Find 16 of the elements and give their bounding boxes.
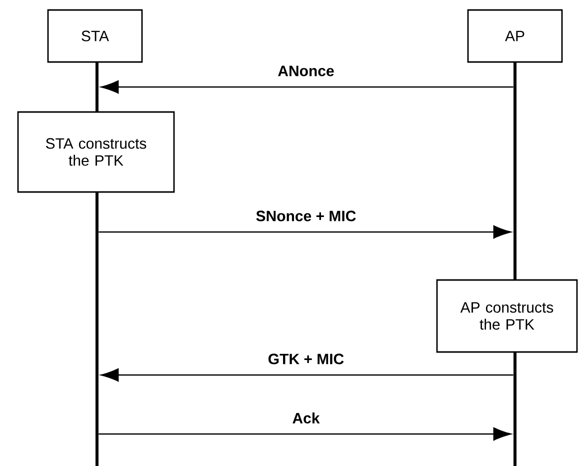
lifeline: [96, 62, 98, 112]
arrow: [100, 368, 514, 382]
edge-label: SNonce + MIC: [254, 210, 358, 222]
arrow: [98, 225, 512, 239]
edge-label: Ack: [291, 411, 321, 424]
arrow: [100, 80, 514, 94]
note-box: AP constructs the PTK: [436, 279, 578, 353]
arrow: [98, 427, 512, 441]
lifeline-head-box: STA: [47, 9, 143, 63]
lifeline: [514, 62, 516, 280]
lifeline: [96, 192, 98, 466]
edge-label: ANonce: [276, 64, 336, 78]
edge-label: GTK + MIC: [266, 352, 346, 366]
lifeline: [514, 352, 516, 466]
lifeline-head-box: AP: [467, 9, 563, 63]
note-box: STA constructs the PTK: [17, 111, 175, 193]
